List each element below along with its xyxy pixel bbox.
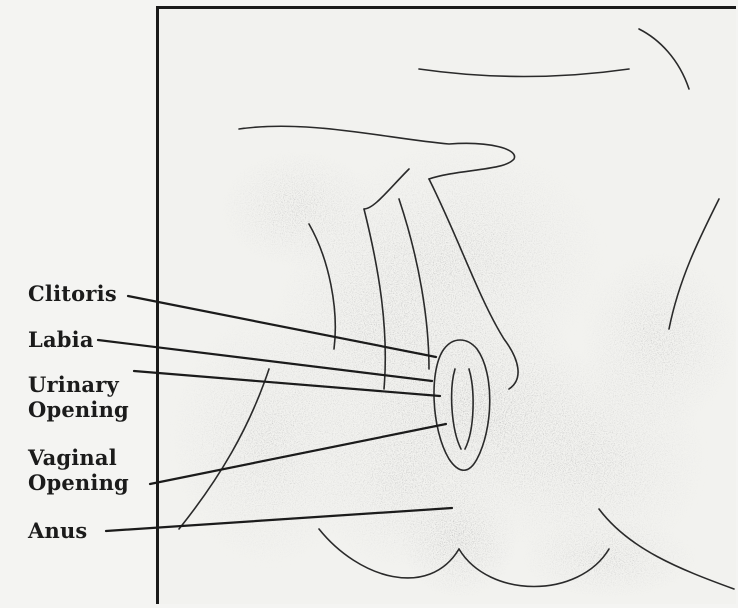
label-urinary-line2: Opening xyxy=(28,397,129,422)
vaginal-leader-line xyxy=(150,424,446,484)
label-clitoris: Clitoris xyxy=(28,281,117,306)
label-labia-text: Labia xyxy=(28,327,94,352)
label-vaginal-line2: Opening xyxy=(28,470,129,495)
label-vaginal-line1: Vaginal xyxy=(28,445,129,470)
label-vaginal-opening: Vaginal Opening xyxy=(28,445,129,495)
clitoris-leader-line xyxy=(128,296,436,357)
label-labia: Labia xyxy=(28,327,94,352)
label-clitoris-text: Clitoris xyxy=(28,281,117,306)
anus-leader-line xyxy=(106,508,452,531)
urinary-leader-line xyxy=(134,371,440,396)
label-anus-text: Anus xyxy=(28,518,87,543)
label-anus: Anus xyxy=(28,518,87,543)
label-urinary-line1: Urinary xyxy=(28,372,129,397)
label-urinary-opening: Urinary Opening xyxy=(28,372,129,422)
